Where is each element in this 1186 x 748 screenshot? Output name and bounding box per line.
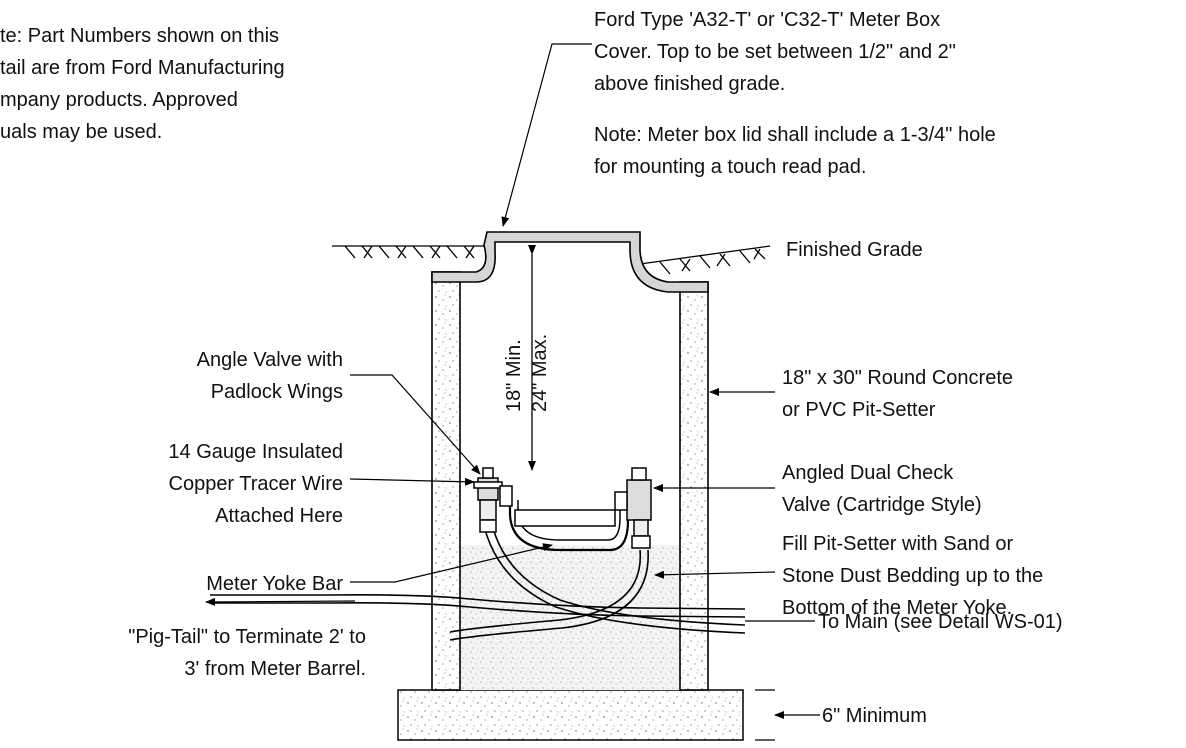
dual-check-valve <box>626 479 652 521</box>
fill-line-2: Stone Dust Bedding up to the <box>782 565 1043 587</box>
tracer-wire-leader <box>349 477 475 486</box>
tracer-wire-line-3: Attached Here <box>215 505 343 527</box>
meter-barrel <box>514 509 616 527</box>
yoke-bar-label: Meter Yoke Bar <box>206 573 343 595</box>
tracer-wire-line-1: 14 Gauge Insulated <box>168 441 343 463</box>
pit-setter-line-1: 18" x 30" Round Concrete <box>782 367 1013 389</box>
yoke-bar-leader <box>350 543 553 583</box>
finished-grade-label: Finished Grade <box>786 239 923 261</box>
cover-note-line-3: above finished grade. <box>594 73 785 95</box>
pig-tail-line-2: 3' from Meter Barrel. <box>184 658 366 680</box>
angle-valve-label: Angle Valve with Padlock Wings <box>197 349 343 403</box>
lid-note-line-2: for mounting a touch read pad. <box>594 156 866 178</box>
cover-note-line-2: Cover. Top to be set between 1/2" and 2" <box>594 41 956 63</box>
fill-line-1: Fill Pit-Setter with Sand or <box>782 533 1014 555</box>
lid-note-line-1: Note: Meter box lid shall include a 1-3/… <box>594 124 996 146</box>
tracer-wire-label: 14 Gauge Insulated Copper Tracer Wire At… <box>168 441 343 527</box>
meter-box-cover <box>431 231 709 293</box>
pit-setter-label: 18" x 30" Round Concrete or PVC Pit-Sett… <box>782 367 1013 421</box>
cover-note-line-1: Ford Type 'A32-T' or 'C32-T' Meter Box <box>594 9 940 31</box>
dual-check-line-2: Valve (Cartridge Style) <box>782 494 982 516</box>
dual-check-label: Angled Dual Check Valve (Cartridge Style… <box>782 462 982 516</box>
pig-tail-leader <box>205 597 356 606</box>
part-note-line-4: uals may be used. <box>0 121 162 143</box>
pig-tail-label: "Pig-Tail" to Terminate 2' to 3' from Me… <box>128 626 366 680</box>
meter-yoke-bar <box>508 500 630 552</box>
lid-note: Note: Meter box lid shall include a 1-3/… <box>594 124 996 178</box>
cover-leader <box>501 43 592 227</box>
pig-tail-line-1: "Pig-Tail" to Terminate 2' to <box>128 626 366 648</box>
fill-label: Fill Pit-Setter with Sand or Stone Dust … <box>782 533 1043 619</box>
dimension-min-text: 18" Min. <box>503 339 525 412</box>
dual-check-line-1: Angled Dual Check <box>782 462 954 484</box>
angle-valve-leader <box>350 374 481 475</box>
service-pipes <box>210 497 746 641</box>
base-bedding-slab <box>397 689 744 741</box>
finished-grade-ground <box>332 245 771 275</box>
meter-yoke-assembly <box>473 467 652 552</box>
to-main-label: To Main (see Detail WS-01) <box>818 611 1063 633</box>
part-note-line-1: te: Part Numbers shown on this <box>0 25 279 47</box>
part-note-line-3: mpany products. Approved <box>0 89 238 111</box>
leader-lines <box>205 43 820 741</box>
pit-setter-line-2: or PVC Pit-Setter <box>782 399 936 421</box>
dimension-max-text: 24" Max. <box>529 334 551 412</box>
part-note-line-2: tail are from Ford Manufacturing <box>0 57 285 79</box>
angle-valve-line-2: Padlock Wings <box>211 381 343 403</box>
part-numbers-note: te: Part Numbers shown on this tail are … <box>0 25 285 143</box>
fill-line-3: Bottom of the Meter Yoke. <box>782 597 1012 619</box>
tracer-wire-line-2: Copper Tracer Wire <box>169 473 344 495</box>
six-minimum-label: 6" Minimum <box>822 705 927 727</box>
fill-leader <box>654 570 776 579</box>
angle-valve-line-1: Angle Valve with <box>197 349 343 371</box>
cover-note: Ford Type 'A32-T' or 'C32-T' Meter Box C… <box>594 9 956 95</box>
